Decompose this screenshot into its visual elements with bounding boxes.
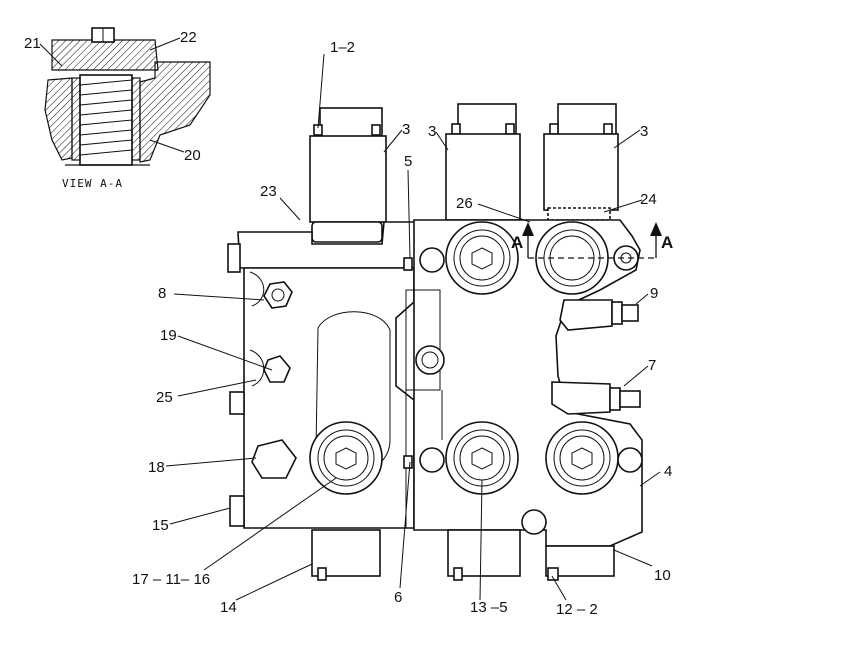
callout-7: 7 — [648, 357, 656, 374]
callout-1-2: 1–2 — [330, 39, 355, 56]
callout-23: 23 — [260, 183, 277, 200]
bolt-5 — [403, 257, 413, 271]
bottom-coil-13 — [447, 529, 521, 581]
callout-21: 21 — [24, 35, 41, 52]
fitting-7 — [551, 381, 641, 415]
callout-5: 5 — [404, 153, 412, 170]
callout-22: 22 — [180, 29, 197, 46]
center-port — [415, 345, 547, 535]
view-a-a-caption: VIEW A-A — [62, 177, 123, 190]
port-plug-13 — [419, 421, 519, 495]
solenoid-left — [309, 107, 387, 243]
callout-15: 15 — [152, 517, 169, 534]
section-mark-right: A — [661, 233, 673, 252]
callout-26: 26 — [456, 195, 473, 212]
callout-14: 14 — [220, 599, 237, 616]
callout-24: 24 — [640, 191, 657, 208]
solenoid-right — [543, 103, 619, 221]
hex-plug-8 — [263, 281, 293, 309]
callout-3-right: 3 — [640, 123, 648, 140]
callout-19: 19 — [160, 327, 177, 344]
callout-9: 9 — [650, 285, 658, 302]
bottom-coil-12 — [545, 545, 615, 581]
callout-8: 8 — [158, 285, 166, 302]
callout-4: 4 — [664, 463, 672, 480]
section-view-a-a: VIEW A-A — [44, 27, 211, 190]
callout-25: 25 — [156, 389, 173, 406]
callout-18: 18 — [148, 459, 165, 476]
port-plug-lower-right — [545, 421, 643, 495]
callout-3-middle: 3 — [428, 123, 436, 140]
callout-6: 6 — [394, 589, 402, 606]
callout-12-2: 12 – 2 — [556, 601, 598, 618]
callout-labels: 21 22 20 1–2 3 3 3 5 23 26 24 8 9 19 7 2… — [24, 29, 672, 618]
port-plug-17 — [309, 421, 383, 495]
callout-3-left: 3 — [402, 121, 410, 138]
section-line-a-a: A A — [511, 222, 673, 259]
callout-10: 10 — [654, 567, 671, 584]
fitting-9 — [559, 299, 639, 331]
hex-plug-19 — [263, 355, 291, 383]
bolt-6 — [403, 455, 413, 469]
hex-plug-18 — [251, 439, 297, 479]
callout-20: 20 — [184, 147, 201, 164]
port-plug-upper-mid — [419, 221, 519, 295]
callout-17-11-16: 17 – 11– 16 — [132, 571, 210, 588]
bottom-coil-14 — [311, 529, 381, 581]
callout-13-5: 13 –5 — [470, 599, 508, 616]
section-mark-left: A — [511, 233, 523, 252]
leader-lines — [39, 37, 661, 601]
